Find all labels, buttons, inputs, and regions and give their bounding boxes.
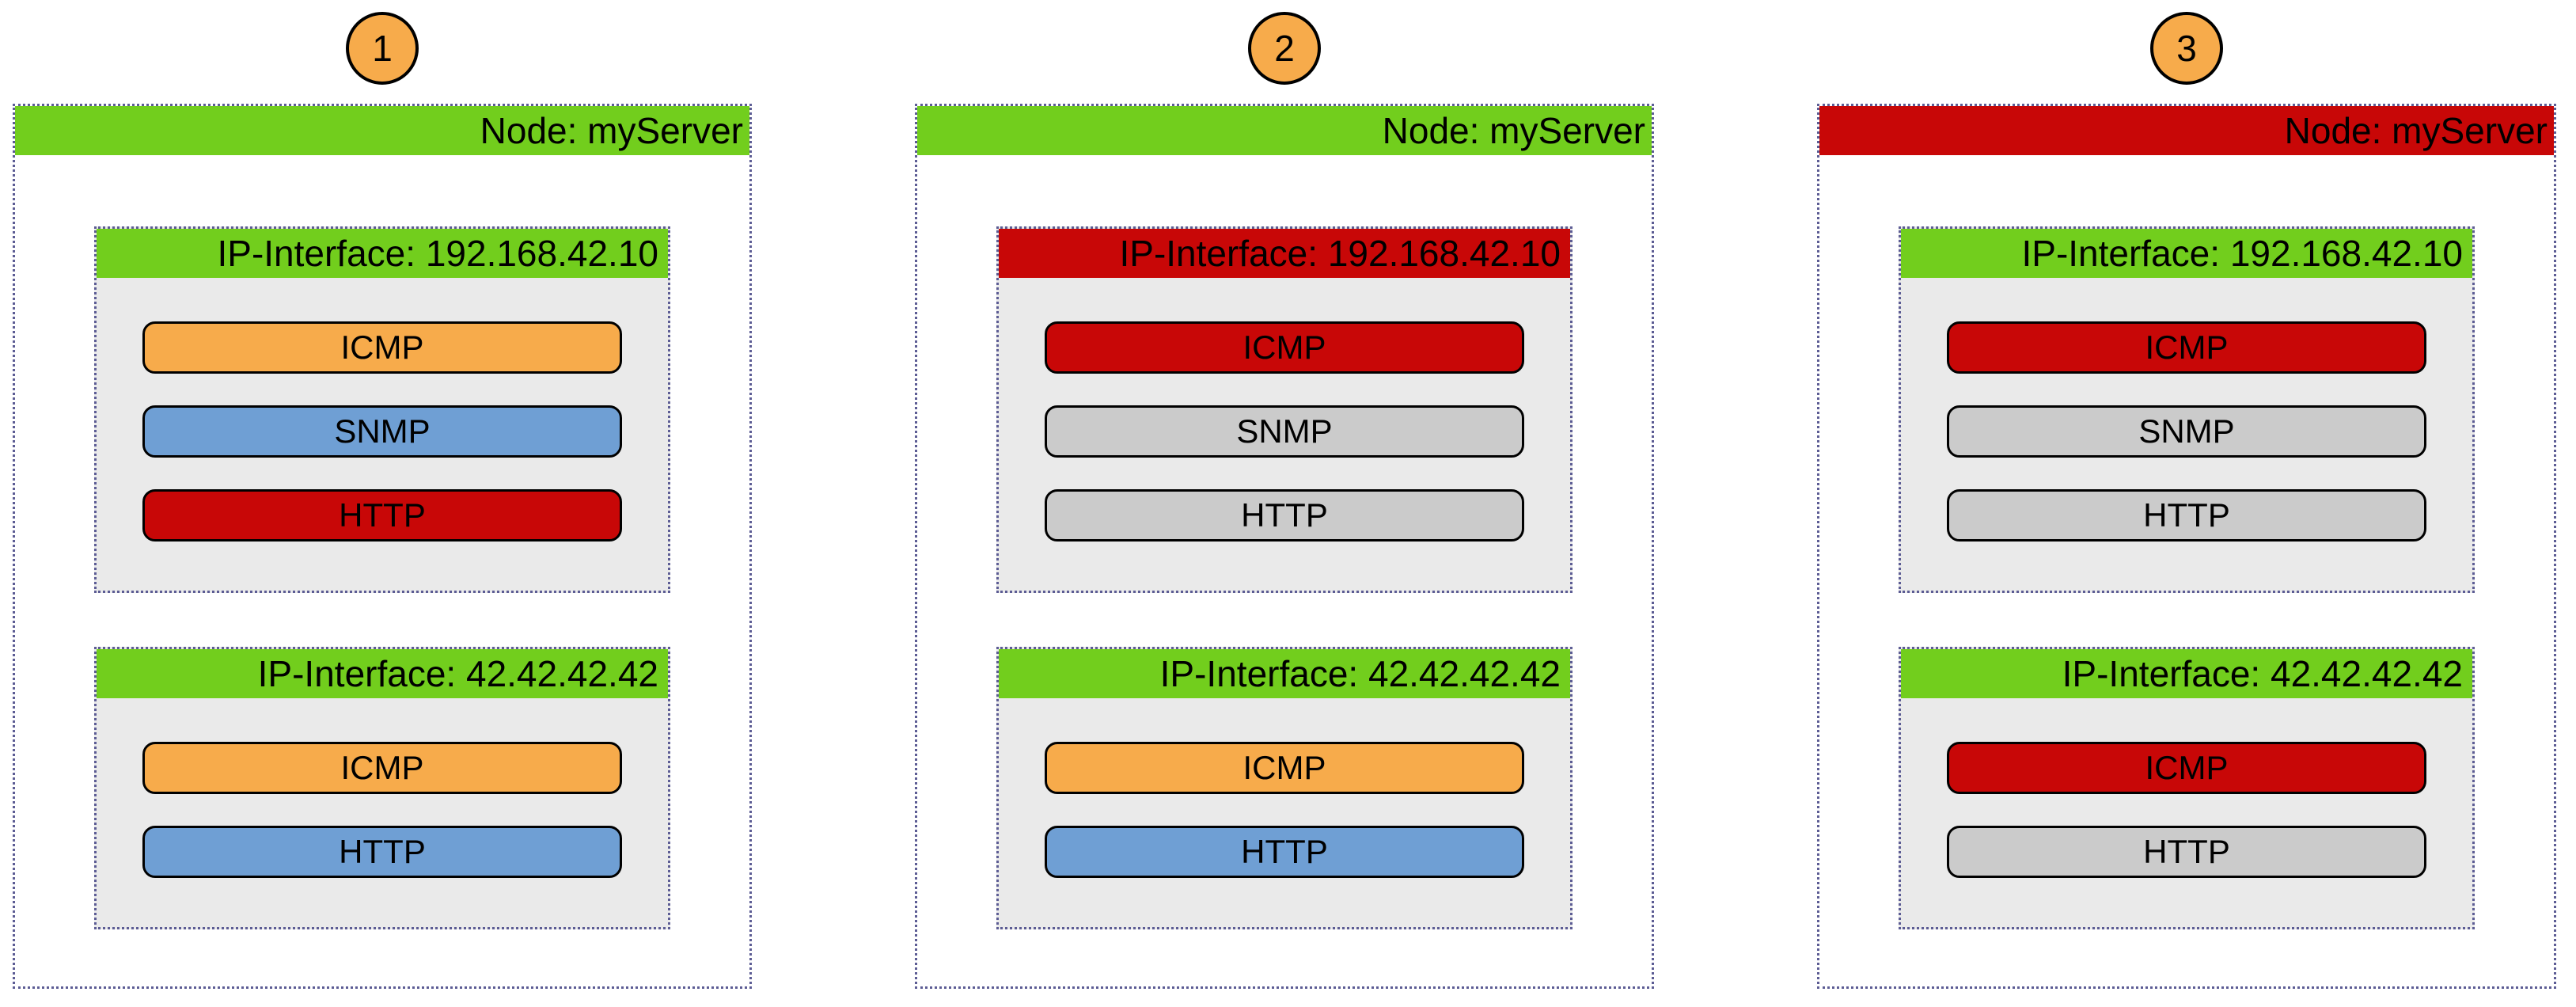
interface-label: IP-Interface: 42.42.42.42	[1159, 653, 1561, 694]
service-badge-http: HTTP	[142, 489, 622, 542]
interface-label: IP-Interface: 192.168.42.10	[217, 233, 658, 274]
node-box: Node: myServer IP-Interface: 192.168.42.…	[1817, 104, 2556, 989]
interface-box: IP-Interface: 192.168.42.10 ICMP SNMP HT…	[1899, 226, 2475, 593]
interface-box: IP-Interface: 42.42.42.42 ICMP HTTP	[996, 647, 1573, 929]
node-label: Node: myServer	[2284, 110, 2548, 151]
service-list: ICMP HTTP	[999, 698, 1570, 927]
service-list: ICMP HTTP	[1901, 698, 2472, 927]
interface-label: IP-Interface: 192.168.42.10	[2021, 233, 2463, 274]
service-badge-icmp: ICMP	[142, 742, 622, 794]
node-label: Node: myServer	[480, 110, 743, 151]
node-box: Node: myServer IP-Interface: 192.168.42.…	[915, 104, 1654, 989]
service-badge-icmp: ICMP	[1947, 321, 2426, 374]
interface-header: IP-Interface: 192.168.42.10	[97, 229, 668, 278]
interface-box: IP-Interface: 192.168.42.10 ICMP SNMP HT…	[94, 226, 670, 593]
service-badge-icmp: ICMP	[1045, 321, 1524, 374]
service-badge-snmp: SNMP	[142, 405, 622, 458]
service-badge-http: HTTP	[142, 826, 622, 878]
service-badge-snmp: SNMP	[1045, 405, 1524, 458]
step-number-badge: 3	[2150, 12, 2223, 85]
interface-label: IP-Interface: 42.42.42.42	[257, 653, 658, 694]
interface-label: IP-Interface: 192.168.42.10	[1119, 233, 1561, 274]
diagram-column-1: 1 Node: myServer IP-Interface: 192.168.4…	[13, 12, 752, 1007]
interface-header: IP-Interface: 192.168.42.10	[1901, 229, 2472, 278]
interface-label: IP-Interface: 42.42.42.42	[2062, 653, 2463, 694]
step-number-label: 2	[1274, 28, 1295, 69]
service-badge-http: HTTP	[1045, 826, 1524, 878]
interface-box: IP-Interface: 42.42.42.42 ICMP HTTP	[94, 647, 670, 929]
step-number-label: 3	[2176, 28, 2197, 69]
interface-header: IP-Interface: 42.42.42.42	[1901, 649, 2472, 698]
service-badge-icmp: ICMP	[1045, 742, 1524, 794]
service-list: ICMP SNMP HTTP	[97, 278, 668, 591]
step-number-label: 1	[372, 28, 393, 69]
interface-header: IP-Interface: 192.168.42.10	[999, 229, 1570, 278]
service-badge-snmp: SNMP	[1947, 405, 2426, 458]
service-list: ICMP SNMP HTTP	[1901, 278, 2472, 591]
step-number-badge: 2	[1248, 12, 1321, 85]
service-badge-http: HTTP	[1045, 489, 1524, 542]
service-list: ICMP HTTP	[97, 698, 668, 927]
service-badge-http: HTTP	[1947, 826, 2426, 878]
interface-header: IP-Interface: 42.42.42.42	[97, 649, 668, 698]
diagram-column-3: 3 Node: myServer IP-Interface: 192.168.4…	[1817, 12, 2556, 1007]
node-header: Node: myServer	[1819, 106, 2554, 155]
service-list: ICMP SNMP HTTP	[999, 278, 1570, 591]
service-badge-http: HTTP	[1947, 489, 2426, 542]
node-label: Node: myServer	[1382, 110, 1645, 151]
node-header: Node: myServer	[917, 106, 1652, 155]
diagram-column-2: 2 Node: myServer IP-Interface: 192.168.4…	[915, 12, 1654, 1007]
interface-header: IP-Interface: 42.42.42.42	[999, 649, 1570, 698]
interface-box: IP-Interface: 192.168.42.10 ICMP SNMP HT…	[996, 226, 1573, 593]
interface-box: IP-Interface: 42.42.42.42 ICMP HTTP	[1899, 647, 2475, 929]
node-box: Node: myServer IP-Interface: 192.168.42.…	[13, 104, 752, 989]
node-header: Node: myServer	[15, 106, 749, 155]
step-number-badge: 1	[346, 12, 419, 85]
service-badge-icmp: ICMP	[1947, 742, 2426, 794]
service-badge-icmp: ICMP	[142, 321, 622, 374]
